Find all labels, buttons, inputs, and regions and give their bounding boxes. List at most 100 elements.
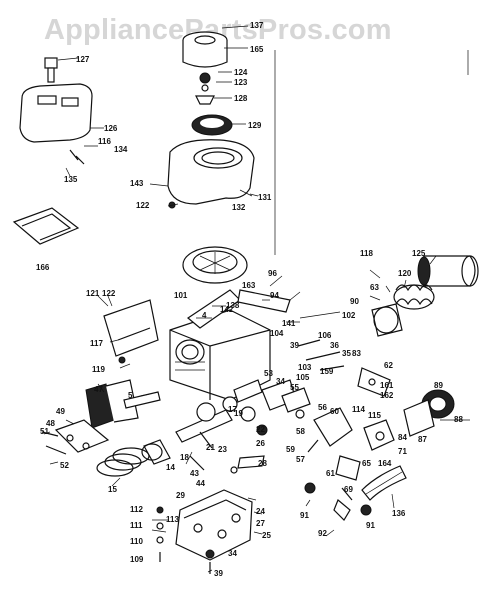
callout: 96 bbox=[268, 269, 277, 278]
callout: 90 bbox=[350, 297, 359, 306]
callout: 62 bbox=[384, 361, 393, 370]
muffler bbox=[417, 255, 479, 287]
callout: 104 bbox=[270, 329, 284, 338]
callout: 126 bbox=[104, 124, 118, 133]
air-filter bbox=[371, 303, 403, 337]
callout: 112 bbox=[130, 505, 143, 514]
spring bbox=[393, 284, 435, 310]
callout: 47 bbox=[94, 385, 103, 394]
callout: 101 bbox=[174, 291, 188, 300]
blower-housing bbox=[167, 139, 255, 205]
callout: 34 bbox=[228, 549, 237, 558]
callout: 28 bbox=[258, 459, 267, 468]
callout: 39 bbox=[214, 569, 223, 578]
callout: 27 bbox=[256, 519, 265, 528]
callout: 87 bbox=[418, 435, 427, 444]
callout: 103 bbox=[298, 363, 312, 372]
callout: 17 bbox=[228, 405, 237, 414]
callout: 143 bbox=[130, 179, 144, 188]
callout: 48 bbox=[46, 419, 55, 428]
valve-cover bbox=[19, 83, 93, 143]
baffle bbox=[103, 299, 159, 357]
piston-rings bbox=[96, 447, 150, 477]
callout: 44 bbox=[196, 479, 205, 488]
callout: 135 bbox=[64, 175, 78, 184]
callout: 124 bbox=[234, 68, 248, 77]
callout: 19 bbox=[234, 409, 243, 418]
callout: 34 bbox=[276, 377, 285, 386]
cylinder-block bbox=[169, 309, 271, 401]
callout: 134 bbox=[114, 145, 128, 154]
callout: 51 bbox=[40, 427, 49, 436]
callout: 114 bbox=[352, 405, 365, 414]
piston bbox=[141, 439, 171, 465]
callout: 131 bbox=[258, 193, 272, 202]
callout: 120 bbox=[398, 269, 412, 278]
callout: 142 bbox=[220, 305, 234, 314]
callout: 165 bbox=[250, 45, 264, 54]
callout: 91 bbox=[300, 511, 309, 520]
callout-labels: 127 137 165 124 123 128 129 126 116 134 … bbox=[36, 21, 463, 578]
cylinder-head bbox=[85, 379, 139, 429]
callout: 60 bbox=[330, 407, 339, 416]
callout: 141 bbox=[282, 319, 296, 328]
callout: 129 bbox=[248, 121, 262, 130]
callout: 122 bbox=[102, 289, 116, 298]
callout: 115 bbox=[368, 411, 381, 420]
flywheel bbox=[182, 246, 248, 284]
callout: 136 bbox=[392, 509, 406, 518]
callout: 128 bbox=[234, 94, 248, 103]
callout: 61 bbox=[326, 469, 335, 478]
callout: 161 bbox=[380, 381, 394, 390]
callout: 65 bbox=[362, 459, 371, 468]
callout: 119 bbox=[92, 365, 105, 374]
callout: 26 bbox=[256, 439, 265, 448]
callout: 113 bbox=[166, 515, 179, 524]
callout: 163 bbox=[242, 281, 256, 290]
callout: 63 bbox=[370, 283, 379, 292]
callout: 91 bbox=[366, 521, 375, 530]
callout: 24 bbox=[256, 507, 265, 516]
callout: 111 bbox=[130, 521, 143, 530]
callout: 125 bbox=[412, 249, 426, 258]
callout: 22 bbox=[256, 425, 265, 434]
callout: 106 bbox=[318, 331, 332, 340]
callout: 57 bbox=[296, 455, 305, 464]
callout: 23 bbox=[218, 445, 227, 454]
callout: 36 bbox=[330, 341, 339, 350]
callout: 18 bbox=[180, 453, 189, 462]
callout: 92 bbox=[318, 529, 327, 538]
callout: 52 bbox=[60, 461, 69, 470]
callout: 55 bbox=[290, 383, 299, 392]
callout: 137 bbox=[250, 21, 264, 30]
callout: 71 bbox=[398, 447, 407, 456]
callout: 83 bbox=[352, 349, 361, 358]
callout: 89 bbox=[434, 381, 443, 390]
callout: 121 bbox=[86, 289, 100, 298]
callout: 43 bbox=[190, 469, 199, 478]
callout: 5 bbox=[128, 391, 133, 400]
callout: 122 bbox=[136, 201, 150, 210]
callout: 58 bbox=[296, 427, 305, 436]
callout: 53 bbox=[264, 369, 273, 378]
callout: 123 bbox=[234, 78, 248, 87]
callout: 69 bbox=[344, 485, 353, 494]
screen bbox=[195, 95, 215, 105]
callout: 102 bbox=[342, 311, 356, 320]
callout: 117 bbox=[90, 339, 103, 348]
callout: 29 bbox=[176, 491, 185, 500]
callout: 21 bbox=[206, 443, 215, 452]
owners-manual bbox=[12, 207, 80, 245]
spark-plug bbox=[44, 57, 58, 83]
callout: 35 bbox=[342, 349, 351, 358]
callout: 164 bbox=[378, 459, 392, 468]
callout: 94 bbox=[270, 291, 279, 300]
callout: 25 bbox=[262, 531, 271, 540]
callout: 14 bbox=[166, 463, 175, 472]
callout: 56 bbox=[318, 403, 327, 412]
callout: 138 bbox=[226, 301, 240, 310]
carburetor bbox=[307, 407, 353, 453]
crankshaft bbox=[175, 396, 238, 449]
callout: 109 bbox=[130, 555, 144, 564]
